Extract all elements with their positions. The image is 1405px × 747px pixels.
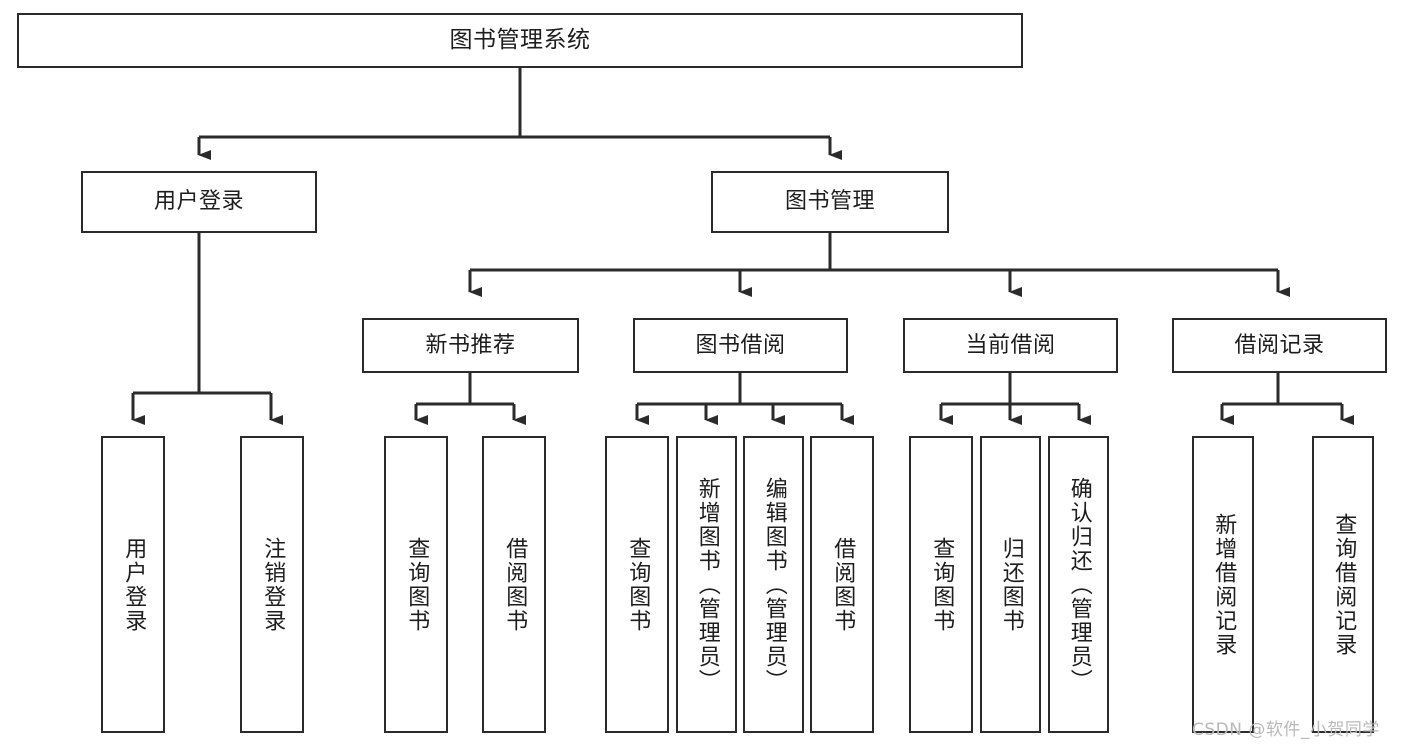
node-label: 借阅记录 bbox=[1234, 332, 1325, 358]
node-label: 新书推荐 bbox=[425, 332, 516, 358]
leaf-current-borrow-return-book[interactable]: 归还图书 bbox=[980, 436, 1041, 733]
node-label: 查询借阅记录 bbox=[1331, 512, 1357, 657]
node-label: 查询图书 bbox=[625, 536, 651, 633]
leaf-borrow-record-add-record[interactable]: 新增借阅记录 bbox=[1192, 436, 1254, 733]
node-root-book-management-system[interactable]: 图书管理系统 bbox=[17, 13, 1023, 68]
node-label: 归还图书 bbox=[998, 536, 1024, 633]
leaf-current-borrow-query-book[interactable]: 查询图书 bbox=[909, 436, 973, 733]
leaf-book-borrow-borrow-book[interactable]: 借阅图书 bbox=[810, 436, 874, 733]
node-book-borrow[interactable]: 图书借阅 bbox=[633, 318, 848, 373]
csdn-watermark: CSDN @软件_小贺同学 bbox=[1192, 720, 1380, 740]
node-label: 图书管理系统 bbox=[449, 26, 591, 53]
leaf-borrow-record-query-record[interactable]: 查询借阅记录 bbox=[1312, 436, 1374, 733]
leaf-book-borrow-query-book[interactable]: 查询图书 bbox=[605, 436, 669, 733]
node-label: 查询图书 bbox=[404, 536, 430, 633]
node-label: 注销登录 bbox=[260, 536, 286, 633]
node-label: 新增图书（管理员） bbox=[694, 476, 720, 693]
node-label: 当前借阅 bbox=[965, 332, 1056, 358]
leaf-new-book-borrow-book[interactable]: 借阅图书 bbox=[482, 436, 546, 733]
node-label: 借阅图书 bbox=[830, 536, 856, 633]
node-label: 用户登录 bbox=[153, 189, 244, 215]
node-label: 查询图书 bbox=[929, 536, 955, 633]
node-label: 新增借阅记录 bbox=[1211, 512, 1237, 657]
node-label: 图书管理 bbox=[784, 189, 875, 215]
node-label: 借阅图书 bbox=[502, 536, 528, 633]
node-label: 图书借阅 bbox=[695, 332, 786, 358]
leaf-current-borrow-confirm-return-admin[interactable]: 确认归还（管理员） bbox=[1048, 436, 1109, 733]
leaf-book-borrow-edit-book-admin[interactable]: 编辑图书（管理员） bbox=[743, 436, 804, 733]
node-new-book-recommend[interactable]: 新书推荐 bbox=[362, 318, 579, 373]
leaf-user-login-login[interactable]: 用户登录 bbox=[101, 436, 165, 733]
node-label: 编辑图书（管理员） bbox=[761, 476, 787, 693]
node-label: 用户登录 bbox=[121, 536, 147, 633]
node-borrow-record[interactable]: 借阅记录 bbox=[1172, 318, 1387, 373]
leaf-user-login-logout[interactable]: 注销登录 bbox=[240, 436, 304, 733]
leaf-new-book-query-book[interactable]: 查询图书 bbox=[384, 436, 448, 733]
node-book-management[interactable]: 图书管理 bbox=[711, 171, 949, 233]
node-label: 确认归还（管理员） bbox=[1066, 476, 1092, 693]
node-current-borrow[interactable]: 当前借阅 bbox=[903, 318, 1118, 373]
leaf-book-borrow-add-book-admin[interactable]: 新增图书（管理员） bbox=[676, 436, 737, 733]
node-user-login[interactable]: 用户登录 bbox=[81, 171, 317, 233]
